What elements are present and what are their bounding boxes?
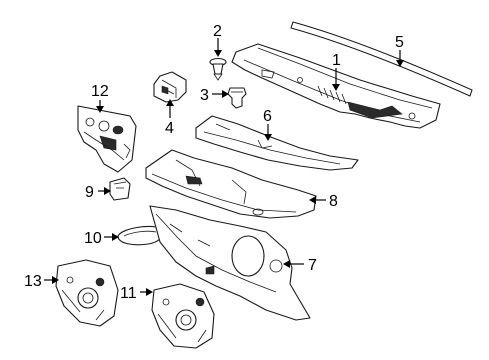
arrow-11	[146, 288, 153, 296]
arrow-9	[104, 187, 111, 195]
arrow-4	[166, 99, 174, 106]
callout-10: 10	[84, 230, 102, 247]
arrow-2	[214, 50, 222, 57]
callout-labels: 1 2 3 4 5 6 7 8 9 10 11 12 13	[24, 23, 404, 302]
callout-1: 1	[332, 52, 341, 69]
part-9-block	[109, 177, 131, 201]
part-6-plenum-panel	[195, 115, 359, 171]
part-8-dash-upper	[145, 149, 317, 219]
part-5-weatherstrip	[290, 21, 473, 97]
callout-2: 2	[213, 23, 222, 40]
part-13-seal	[55, 259, 119, 327]
arrow-10	[112, 233, 119, 241]
arrow-12	[96, 106, 104, 113]
arrow-5	[396, 60, 404, 67]
callout-7: 7	[308, 257, 317, 274]
arrow-7	[283, 260, 290, 268]
callout-4: 4	[165, 120, 174, 137]
callout-13: 13	[24, 273, 42, 290]
part-2-clip	[209, 57, 227, 81]
arrow-1	[332, 84, 340, 91]
arrow-13	[52, 276, 59, 284]
callout-3: 3	[200, 87, 209, 104]
part-4-bracket	[153, 71, 187, 103]
callout-8: 8	[329, 193, 338, 210]
part-7-dash-insulator	[149, 205, 311, 321]
callout-5: 5	[395, 34, 404, 51]
arrow-6	[264, 134, 272, 141]
arrow-3	[222, 90, 229, 98]
part-11-seal	[151, 283, 215, 349]
part-12-panel	[77, 105, 137, 173]
leader-lines	[44, 38, 404, 296]
callout-12: 12	[91, 83, 109, 100]
callout-6: 6	[263, 108, 272, 125]
callout-11: 11	[120, 285, 137, 302]
callout-9: 9	[85, 184, 94, 201]
part-3-fastener	[227, 87, 247, 109]
arrow-8	[309, 196, 316, 204]
